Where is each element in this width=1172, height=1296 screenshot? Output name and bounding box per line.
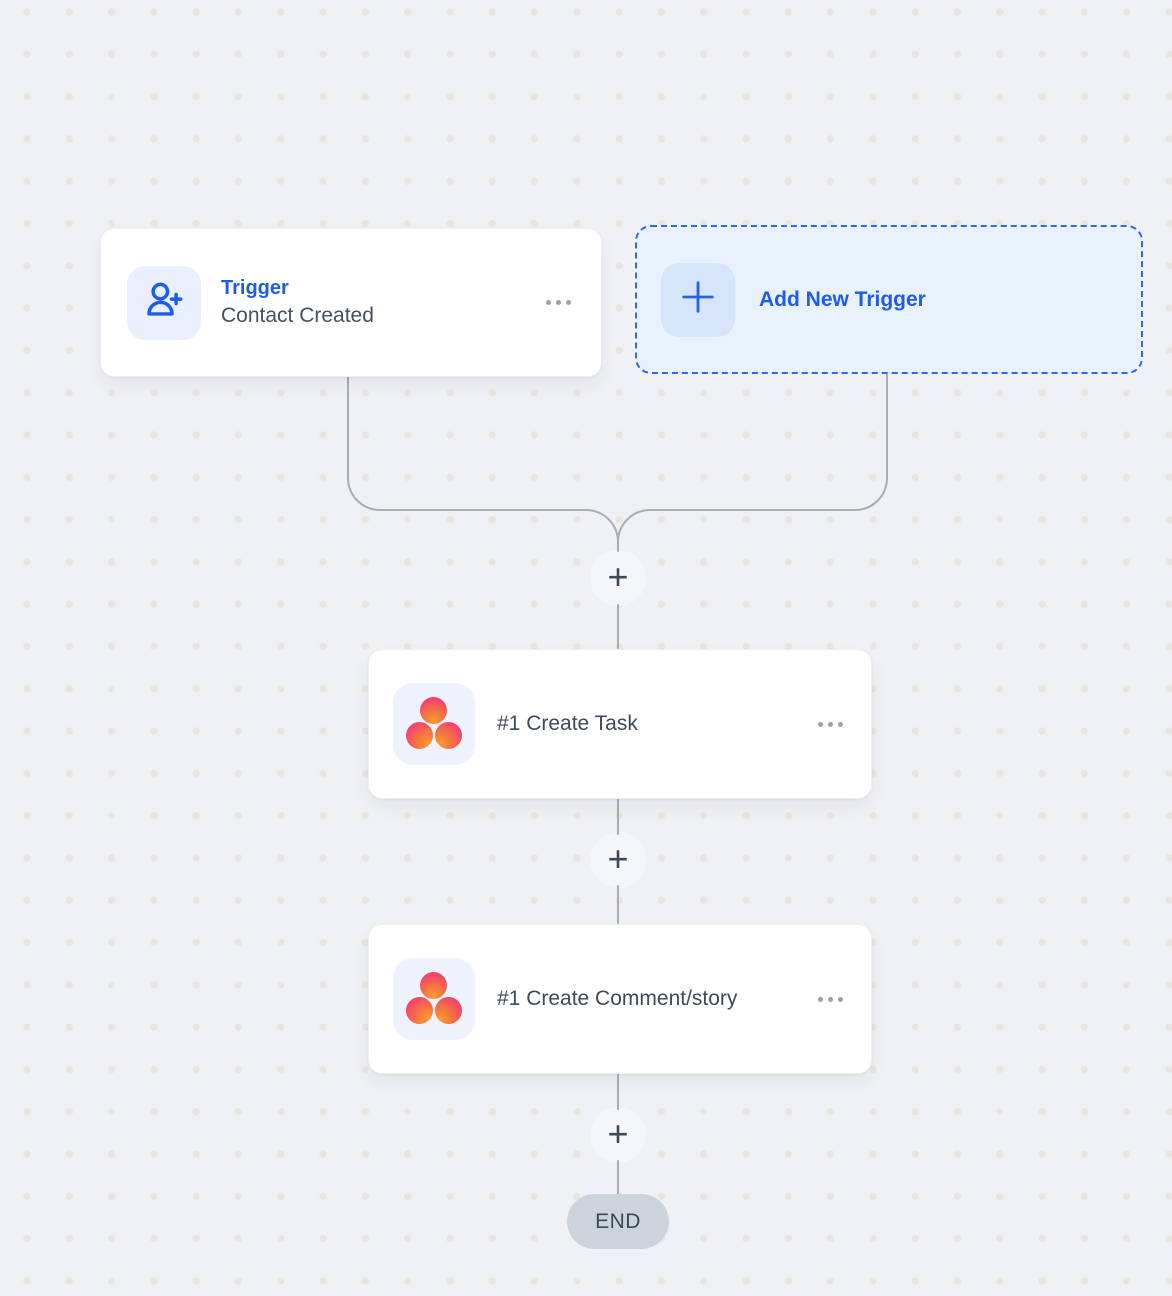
step-icon-box (393, 683, 475, 765)
add-trigger-label: Add New Trigger (759, 287, 926, 311)
ellipsis-icon (818, 721, 823, 727)
add-step-button[interactable]: + (607, 837, 629, 879)
add-new-trigger-button[interactable]: Add New Trigger (635, 225, 1143, 374)
end-node: END (567, 1194, 669, 1249)
ellipsis-icon (556, 300, 561, 305)
step-more-options-button[interactable] (816, 991, 845, 1008)
trigger-texts: Trigger Contact Created (221, 276, 374, 328)
ellipsis-icon (818, 996, 823, 1002)
trigger-icon-box (127, 265, 201, 340)
ellipsis-icon (828, 721, 833, 727)
asana-icon (393, 683, 475, 765)
asana-icon (393, 958, 475, 1040)
trigger-card[interactable]: Trigger Contact Created (100, 228, 602, 377)
ellipsis-icon (546, 300, 551, 305)
plus-halo (590, 550, 646, 1163)
ellipsis-icon (828, 996, 833, 1002)
add-step-button[interactable]: + (607, 1112, 629, 1154)
step-card-create-task[interactable]: #1 Create Task (368, 649, 872, 799)
ellipsis-icon (838, 721, 843, 727)
ellipsis-icon (838, 996, 843, 1002)
step-label: #1 Create Task (497, 712, 638, 735)
step-more-options-button[interactable] (816, 716, 845, 733)
trigger-title: Trigger (221, 277, 289, 300)
step-card-create-comment[interactable]: #1 Create Comment/story (368, 924, 872, 1074)
trigger-more-options-button[interactable] (544, 294, 573, 311)
add-trigger-icon-box (661, 262, 735, 337)
end-label: END (595, 1209, 641, 1233)
trigger-subtitle: Contact Created (221, 304, 374, 328)
person-plus-icon (142, 278, 186, 327)
step-icon-box (393, 958, 475, 1040)
add-step-button[interactable]: + (607, 555, 629, 597)
plus-icon (679, 278, 717, 321)
step-label: #1 Create Comment/story (497, 987, 738, 1010)
ellipsis-icon (566, 300, 571, 305)
